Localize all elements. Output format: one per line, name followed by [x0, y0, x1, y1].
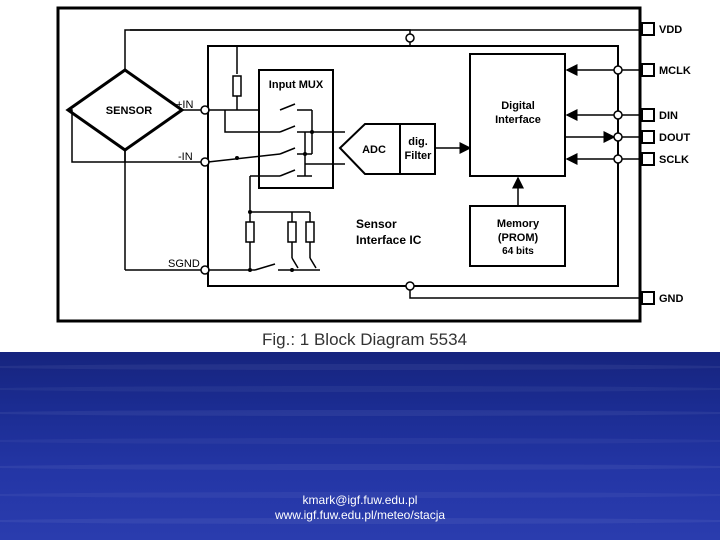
input-mux-label: Input MUX: [269, 79, 324, 91]
pin-label-mclk: MCLK: [659, 65, 691, 77]
plus-in-pin: [200, 105, 210, 115]
resistor-top: [232, 75, 242, 97]
sgnd-label: SGND: [168, 258, 200, 270]
sensor-label: SENSOR: [106, 105, 153, 117]
footer-email: kmark@igf.fuw.edu.pl: [302, 493, 418, 507]
pin-label-dout: DOUT: [659, 132, 690, 144]
figure-caption: Fig.: 1 Block Diagram 5534: [262, 330, 468, 349]
digital-interface-label-1: Digital: [501, 100, 535, 112]
memory-label-1: Memory: [497, 218, 540, 230]
pin-label-sclk: SCLK: [659, 154, 689, 166]
digital-interface-block: [469, 53, 566, 177]
adc-label: ADC: [362, 144, 386, 156]
resistor-1: [245, 221, 255, 243]
resistor-3: [305, 221, 315, 243]
din-pin: [641, 108, 655, 122]
block-diagram: SENSOR +IN -IN SGND Input MUX ADC dig. F: [56, 6, 691, 349]
sea-background: [0, 352, 720, 540]
sensor-ic-label-1: Sensor: [356, 217, 397, 231]
package-outline: [56, 6, 642, 323]
memory-label-3: 64 bits: [502, 246, 534, 257]
memory-block: [469, 205, 566, 267]
minus-in-pin: [200, 157, 210, 167]
vdd-pin: [641, 22, 655, 36]
mclk-pin: [641, 63, 655, 77]
resistor-2: [287, 221, 297, 243]
pin-label-vdd: VDD: [659, 24, 682, 36]
minus-in-label: -IN: [178, 151, 193, 163]
plus-in-label: +IN: [176, 99, 193, 111]
dig-filter-label-2: Filter: [405, 150, 433, 162]
sensor-ic-label-2: Interface IC: [356, 233, 422, 247]
sgnd-pin: [200, 265, 210, 275]
dig-filter-label-1: dig.: [408, 136, 428, 148]
gnd-pin: [641, 291, 655, 305]
pin-label-din: DIN: [659, 110, 678, 122]
digital-interface-label-2: Interface: [495, 114, 541, 126]
block-diagram-svg: SENSOR +IN -IN SGND Input MUX ADC dig. F: [56, 6, 691, 323]
dig-filter-block: [399, 123, 436, 175]
input-mux-block: [258, 69, 334, 189]
footer: kmark@igf.fuw.edu.pl www.igf.fuw.edu.pl/…: [0, 493, 720, 523]
footer-url: www.igf.fuw.edu.pl/meteo/stacja: [274, 508, 446, 522]
memory-label-2: (PROM): [498, 232, 539, 244]
sclk-pin: [641, 152, 655, 166]
pin-label-gnd: GND: [659, 293, 684, 305]
dout-pin: [641, 130, 655, 144]
